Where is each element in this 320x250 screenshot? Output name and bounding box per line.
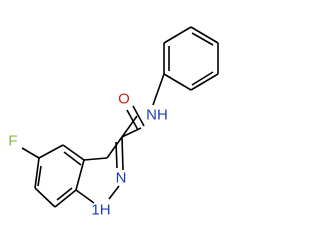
- double-bond: [126, 109, 139, 131]
- bond: [38, 144, 64, 159]
- molecule-drawing: F O NH N 1H: [8, 26, 219, 219]
- bond: [83, 157, 108, 161]
- structure-canvas: F O NH N 1H: [8, 26, 219, 219]
- bond: [163, 73, 192, 91]
- ring-nitrogen-label: N: [116, 170, 127, 187]
- double-bond: [191, 71, 214, 86]
- bond: [75, 189, 95, 204]
- bond: [121, 127, 142, 138]
- bond: [190, 26, 219, 44]
- double-bond: [132, 105, 145, 127]
- phenyl-ring: [163, 26, 219, 91]
- bond: [62, 144, 85, 161]
- amide-group: [121, 73, 165, 138]
- bond: [34, 187, 56, 208]
- bond: [34, 157, 40, 189]
- bond: [54, 189, 77, 208]
- bond: [75, 159, 85, 191]
- double-bond: [115, 141, 118, 169]
- bond: [163, 26, 192, 44]
- double-bond: [37, 165, 42, 187]
- double-bond: [63, 151, 82, 166]
- double-bond: [121, 136, 124, 171]
- bond: [106, 136, 123, 159]
- bond: [152, 73, 165, 106]
- amide-nitrogen-label: NH: [146, 107, 168, 124]
- bond: [190, 73, 219, 91]
- bond: [21, 147, 40, 159]
- oxygen-label: O: [118, 91, 130, 108]
- pyrazole-ring: [75, 136, 124, 204]
- bond: [121, 115, 138, 138]
- benzo-ring: [21, 144, 108, 208]
- ring-nitrogen-h-label: 1H: [91, 202, 110, 219]
- fluorine-label: F: [8, 133, 17, 150]
- double-bond: [56, 187, 73, 201]
- double-bond: [191, 32, 214, 46]
- bond: [108, 185, 120, 200]
